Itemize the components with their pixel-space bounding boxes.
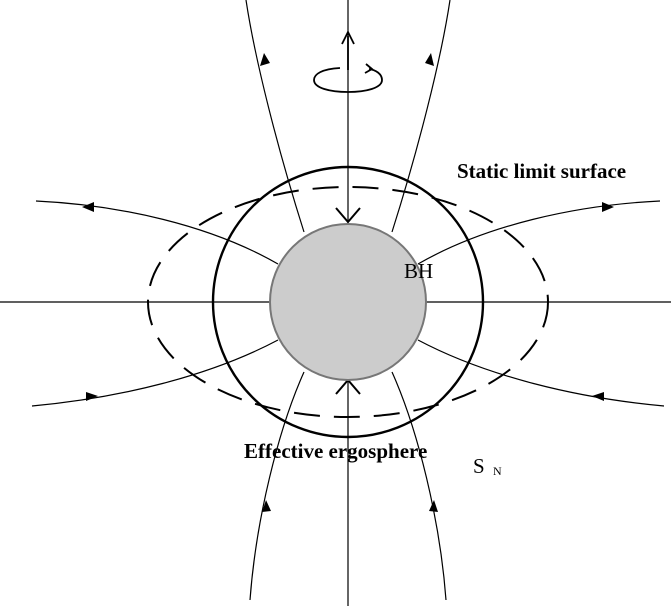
rotation-indicator-icon xyxy=(313,29,383,93)
effective-ergosphere-boundary xyxy=(147,186,549,418)
field-arrow-lower-left xyxy=(262,500,271,512)
field-line-upper-left xyxy=(245,0,305,233)
black-hole-label: BH xyxy=(404,259,433,283)
field-line-left-upper xyxy=(35,200,279,265)
field-arrow-left-upper xyxy=(82,202,94,212)
field-line-lower-left xyxy=(249,371,305,601)
static-limit-surface xyxy=(211,165,485,439)
field-arrow-upper-right xyxy=(425,53,434,66)
effective-ergosphere-label: Effective ergosphere xyxy=(244,439,427,463)
field-line-right-lower xyxy=(417,339,665,407)
black-hole xyxy=(269,223,427,381)
field-line-right-upper xyxy=(417,200,661,265)
field-line-lower-right xyxy=(391,371,447,601)
field-arrow-right-lower xyxy=(592,392,604,401)
field-arrow-right-upper xyxy=(602,202,614,212)
sn-label-main: S xyxy=(473,454,485,478)
field-line-upper-right xyxy=(391,0,451,233)
field-arrow-left-lower xyxy=(86,392,98,401)
sn-label: S N xyxy=(473,454,502,478)
static-limit-surface-label: Static limit surface xyxy=(457,159,626,183)
pole-arrow-top xyxy=(335,207,361,224)
field-arrow-lower-right xyxy=(429,500,438,512)
field-line-left-lower xyxy=(31,339,279,407)
sn-label-subscript: N xyxy=(493,464,502,478)
field-arrow-upper-left xyxy=(260,53,270,66)
